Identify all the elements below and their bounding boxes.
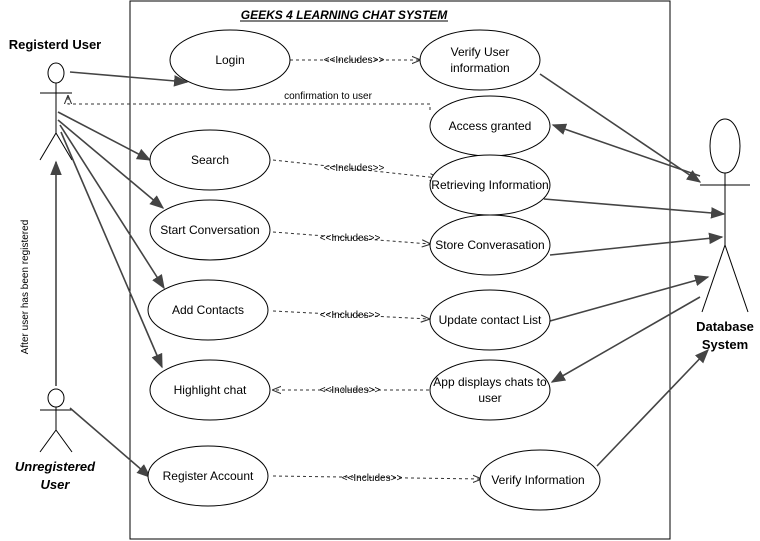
use-case-access-granted-label: Access granted <box>449 119 532 133</box>
include-label-register: <<Includes>> <box>342 473 403 484</box>
include-search-retrieving <box>272 159 438 178</box>
unregistered-user-actor[interactable] <box>39 388 73 453</box>
unregistered-user-label-1: Unregistered <box>15 459 96 474</box>
use-case-store-conversation-label: Store Converasation <box>435 238 544 252</box>
use-case-add-contacts-label: Add Contacts <box>172 303 244 317</box>
confirmation-label: confirmation to user <box>284 91 372 102</box>
use-case-verify-information-label: Verify Information <box>491 473 584 487</box>
use-case-add-contacts[interactable]: Add Contacts <box>147 279 269 341</box>
registered-user-label: Registerd User <box>9 37 101 52</box>
use-case-highlight-chat[interactable]: Highlight chat <box>149 359 271 421</box>
use-case-update-contact-list[interactable]: Update contact List <box>429 289 551 351</box>
actor-head-icon <box>709 118 741 174</box>
include-label-add: <<Includes>> <box>320 310 381 321</box>
actor-head-icon <box>47 388 65 408</box>
assoc-store-db <box>549 232 724 256</box>
use-case-store-conversation[interactable]: Store Converasation <box>429 214 551 276</box>
assoc-user-start-conversation <box>57 119 165 209</box>
include-label-login: <<Includes>> <box>324 55 385 66</box>
include-label-search: <<Includes>> <box>324 163 385 174</box>
unregistered-user-label-2: User <box>41 477 71 492</box>
use-case-search[interactable]: Search <box>149 129 271 191</box>
include-label-start: <<Includes>> <box>320 233 381 244</box>
use-case-login-label: Login <box>215 53 244 67</box>
registered-user-actor[interactable] <box>39 62 73 161</box>
assoc-user-search <box>57 111 152 161</box>
use-case-highlight-chat-label: Highlight chat <box>174 383 247 397</box>
use-case-app-displays-label-1: App displays chats to <box>433 375 547 389</box>
use-case-update-contact-list-label: Update contact List <box>439 313 542 327</box>
database-system-actor[interactable] <box>700 118 750 313</box>
database-system-label-1: Database <box>696 319 754 334</box>
use-case-verify-information[interactable]: Verify Information <box>479 449 601 511</box>
actor-head-icon <box>47 62 65 84</box>
assoc-db-access-granted <box>551 123 701 177</box>
use-case-verify-user-label-2: information <box>450 61 509 75</box>
use-case-app-displays-label-2: user <box>478 391 501 405</box>
assoc-verify-info-db <box>596 348 709 467</box>
assoc-user-add-contacts <box>59 124 165 290</box>
use-case-verify-user-label-1: Verify User <box>451 45 510 59</box>
after-registered-label: After user has been registered <box>20 220 31 355</box>
use-case-register-account[interactable]: Register Account <box>147 445 269 507</box>
database-system-label-2: System <box>702 337 748 352</box>
use-case-register-account-label: Register Account <box>163 469 254 483</box>
use-case-search-label: Search <box>191 153 229 167</box>
assoc-unregistered-register <box>69 407 152 478</box>
include-label-highlight: <<Includes>> <box>320 385 381 396</box>
assoc-retrieving-db <box>543 198 726 219</box>
include-register-verify <box>272 476 481 479</box>
use-case-app-displays-chats[interactable]: App displays chats to user <box>429 359 551 421</box>
assoc-verify-user-db <box>539 73 702 183</box>
use-case-start-conversation-label: Start Conversation <box>160 223 259 237</box>
include-start-store <box>272 231 430 244</box>
use-case-access-granted[interactable]: Access granted <box>429 95 551 157</box>
confirmation-line <box>68 96 431 110</box>
assoc-db-app-displays <box>550 296 701 383</box>
assoc-update-contacts-db <box>549 274 710 322</box>
use-case-verify-user[interactable]: Verify User information <box>419 29 541 91</box>
assoc-user-highlight-chat <box>60 131 163 369</box>
include-add-update <box>272 310 429 319</box>
use-case-retrieving-label: Retrieving Information <box>431 178 548 192</box>
use-case-retrieving-information[interactable]: Retrieving Information <box>429 154 551 216</box>
assoc-user-login <box>69 71 189 87</box>
system-title: GEEKS 4 LEARNING CHAT SYSTEM <box>241 8 448 22</box>
use-case-start-conversation[interactable]: Start Conversation <box>149 199 271 261</box>
use-case-login[interactable]: Login <box>169 29 291 91</box>
